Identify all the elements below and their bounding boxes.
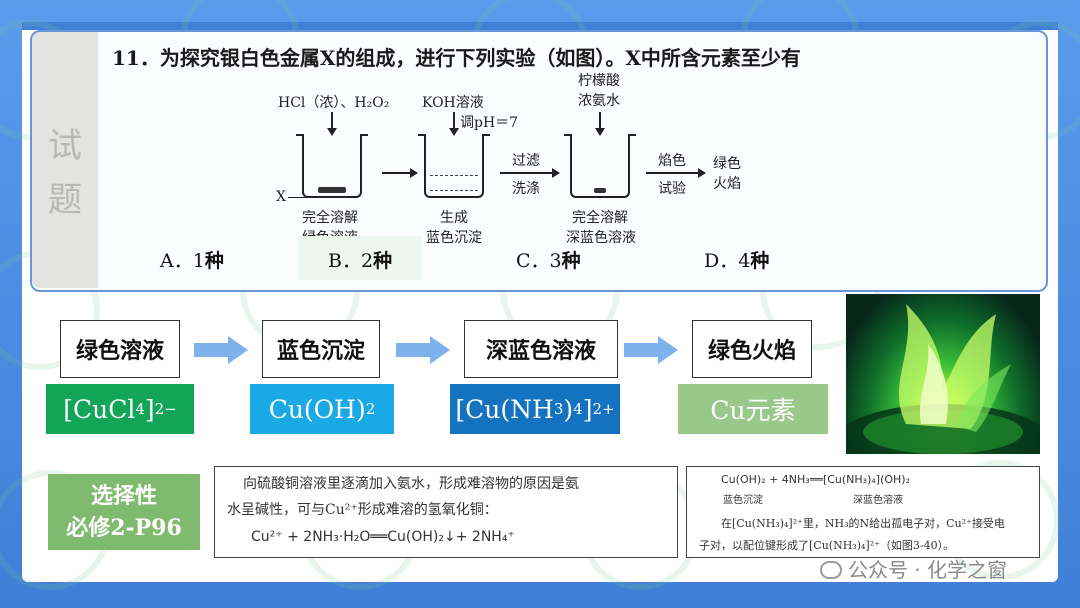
beaker-2-caption-2: 蓝色沉淀	[426, 230, 482, 246]
formula-cu-oh-2: Cu(OH)2	[250, 384, 394, 434]
beaker-3-caption-1: 完全溶解	[572, 210, 628, 226]
slide-top-bar	[22, 22, 1058, 30]
reagent-2-arrow	[449, 112, 459, 136]
x-pointer-line	[288, 197, 320, 198]
textbook-reference-line-1: 选择性	[90, 483, 157, 509]
precipitate	[430, 175, 478, 191]
textbook-excerpt-2: Cu(OH)₂ + 4NH₃══[Cu(NH₃)₄](OH)₂ 蓝色沉淀 深蓝色…	[686, 466, 1040, 558]
beaker-2	[418, 134, 490, 198]
textbook-reference-line-2: 必修2-P96	[66, 515, 182, 541]
formula-cu-element: Cu元素	[678, 384, 828, 434]
excerpt-2-equation: Cu(OH)₂ + 4NH₃══[Cu(NH₃)₄](OH)₂	[721, 473, 910, 486]
residue	[594, 188, 606, 193]
flow-step-blue-precipitate: 蓝色沉淀	[262, 320, 380, 378]
excerpt-1-equation: Cu²⁺ + 2NH₃·H₂O══Cu(OH)₂↓+ 2NH₄⁺	[251, 529, 515, 545]
filter-label-top: 过滤	[512, 153, 540, 169]
option-c[interactable]: C．3种	[516, 250, 581, 272]
reagent-3-line-1: 柠檬酸	[578, 73, 620, 89]
flame-test-label-bottom: 试验	[658, 181, 686, 197]
side-tab: 试 题	[32, 32, 98, 288]
x-label: X	[276, 189, 286, 205]
reagent-2-label: KOH溶液	[422, 95, 484, 111]
side-tab-char-2: 题	[48, 180, 82, 220]
metal-sample	[318, 187, 346, 193]
option-a[interactable]: A．1种	[160, 250, 224, 272]
reagent-2-note: 调pH＝7	[460, 115, 519, 131]
beaker-2-caption-1: 生成	[440, 210, 468, 226]
flow-arrow-1-icon	[194, 336, 248, 364]
reagent-1-label: HCl（浓）、H₂O₂	[278, 95, 390, 111]
textbook-reference-tab: 选择性 必修2-P96	[48, 474, 200, 550]
flame-test-label-top: 焰色	[658, 153, 686, 169]
question-card	[30, 30, 1048, 292]
question-text: 11．为探究银白色金属X的组成，进行下列实验（如图）。X中所含元素至少有	[112, 46, 801, 70]
process-arrow-1	[382, 168, 418, 178]
flow-arrow-2-icon	[396, 336, 450, 364]
result-line-1: 绿色	[713, 156, 741, 172]
beaker-3-caption-2: 深蓝色溶液	[566, 230, 636, 246]
process-arrow-2	[500, 168, 560, 178]
result-line-2: 火焰	[713, 176, 741, 192]
reagent-3-arrow	[595, 112, 605, 136]
process-arrow-3	[646, 168, 706, 178]
flame-test-photo	[846, 294, 1040, 454]
excerpt-2-caption-left: 蓝色沉淀	[723, 495, 763, 506]
excerpt-1-line-1: 向硫酸铜溶液里逐滴加入氨水，形成难溶物的原因是氨	[243, 476, 579, 492]
option-b[interactable]: B．2种	[328, 250, 393, 272]
excerpt-2-line-3: 子对，以配位键形成了[Cu(NH₃)₄]²⁺（如图3-40）。	[699, 539, 955, 552]
green-flame-icon	[846, 304, 1040, 454]
excerpt-1-line-2: 水呈碱性，可与Cu²⁺形成难溶的氢氧化铜：	[227, 502, 498, 518]
filter-label-bottom: 洗涤	[512, 181, 540, 197]
wechat-icon	[820, 561, 842, 579]
flow-step-green-solution: 绿色溶液	[60, 320, 180, 378]
beaker-1	[296, 134, 368, 198]
wechat-watermark: 公众号 · 化学之窗	[820, 554, 1007, 583]
reagent-1-arrow	[327, 112, 337, 136]
watermark-text: 公众号 · 化学之窗	[848, 558, 1008, 582]
flow-step-green-flame: 绿色火焰	[692, 320, 812, 378]
flow-step-deep-blue-solution: 深蓝色溶液	[464, 320, 618, 378]
option-d[interactable]: D．4种	[704, 250, 770, 272]
reagent-3-line-2: 浓氨水	[578, 93, 620, 109]
excerpt-2-line-2: 在[Cu(NH₃)₄]²⁺里，NH₃的N给出孤电子对，Cu²⁺接受电	[721, 517, 1005, 530]
side-tab-char-1: 试	[48, 126, 82, 166]
option-b-highlight	[298, 236, 422, 280]
beaker-3	[564, 134, 636, 198]
beaker-1-caption-1: 完全溶解	[302, 210, 358, 226]
textbook-excerpt-1: 向硫酸铜溶液里逐滴加入氨水，形成难溶物的原因是氨 水呈碱性，可与Cu²⁺形成难溶…	[214, 466, 678, 558]
flow-arrow-3-icon	[624, 336, 678, 364]
excerpt-2-caption-right: 深蓝色溶液	[853, 495, 903, 506]
